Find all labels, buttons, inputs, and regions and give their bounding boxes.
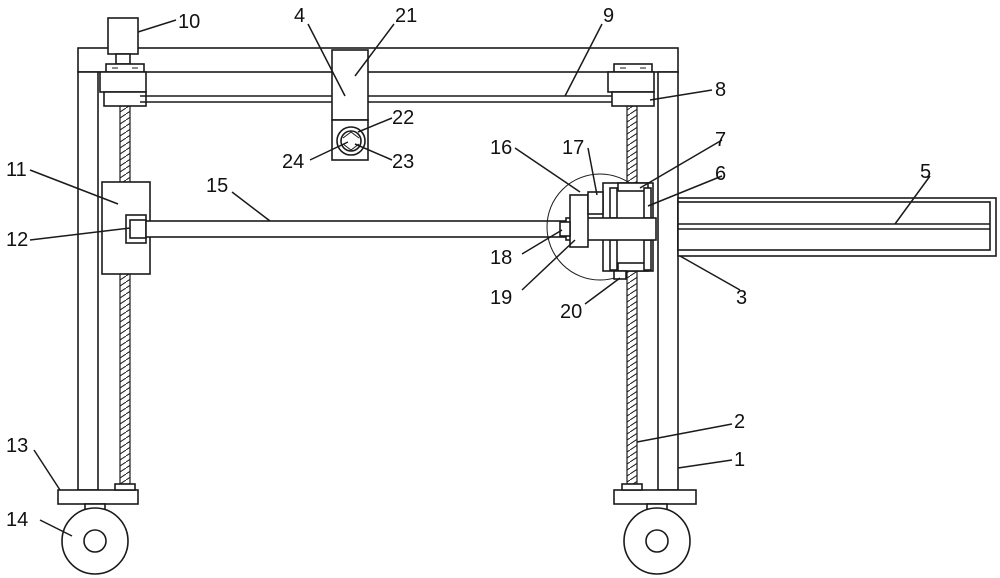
label-17: 17: [562, 137, 584, 159]
label-5: 5: [920, 161, 931, 183]
label-7: 7: [715, 129, 726, 151]
leader-lines: [29, 19, 931, 537]
top-beam: [77, 47, 679, 73]
label-2: 2: [734, 411, 745, 433]
clamp-ring: [336, 126, 366, 156]
label-23: 23: [392, 151, 414, 173]
motor: [107, 17, 139, 65]
label-20: 20: [560, 301, 582, 323]
right-wheel: [623, 503, 691, 575]
right-carriage: [546, 173, 657, 281]
label-24: 24: [282, 151, 304, 173]
label-6: 6: [715, 163, 726, 185]
label-1: 1: [734, 449, 745, 471]
label-19: 19: [490, 287, 512, 309]
right-base-plate: [613, 489, 697, 505]
right-lead-screw: [621, 105, 643, 491]
label-22: 22: [392, 107, 414, 129]
label-16: 16: [490, 137, 512, 159]
left-lead-screw: [114, 105, 136, 491]
left-pulley: [99, 63, 147, 107]
belt: [140, 95, 612, 103]
frame: [57, 47, 697, 505]
right-column: [657, 71, 679, 491]
label-9: 9: [603, 5, 614, 27]
label-21: 21: [395, 5, 417, 27]
label-14: 14: [6, 509, 28, 531]
cross-rod: [145, 220, 567, 238]
label-15: 15: [206, 175, 228, 197]
label-8: 8: [715, 79, 726, 101]
label-10: 10: [178, 11, 200, 33]
label-12: 12: [6, 229, 28, 251]
label-13: 13: [6, 435, 28, 457]
label-18: 18: [490, 247, 512, 269]
label-4: 4: [294, 5, 305, 27]
left-column: [77, 71, 99, 491]
label-3: 3: [736, 287, 747, 309]
label-11: 11: [6, 159, 27, 181]
left-base-plate: [57, 489, 139, 505]
right-pulley: [607, 63, 655, 107]
side-arm: [677, 197, 997, 257]
reference-numerals: 10 4 21 9 8 22 24 23 11 12 15 16 17 7 6 …: [6, 5, 931, 531]
left-wheel: [61, 503, 129, 575]
